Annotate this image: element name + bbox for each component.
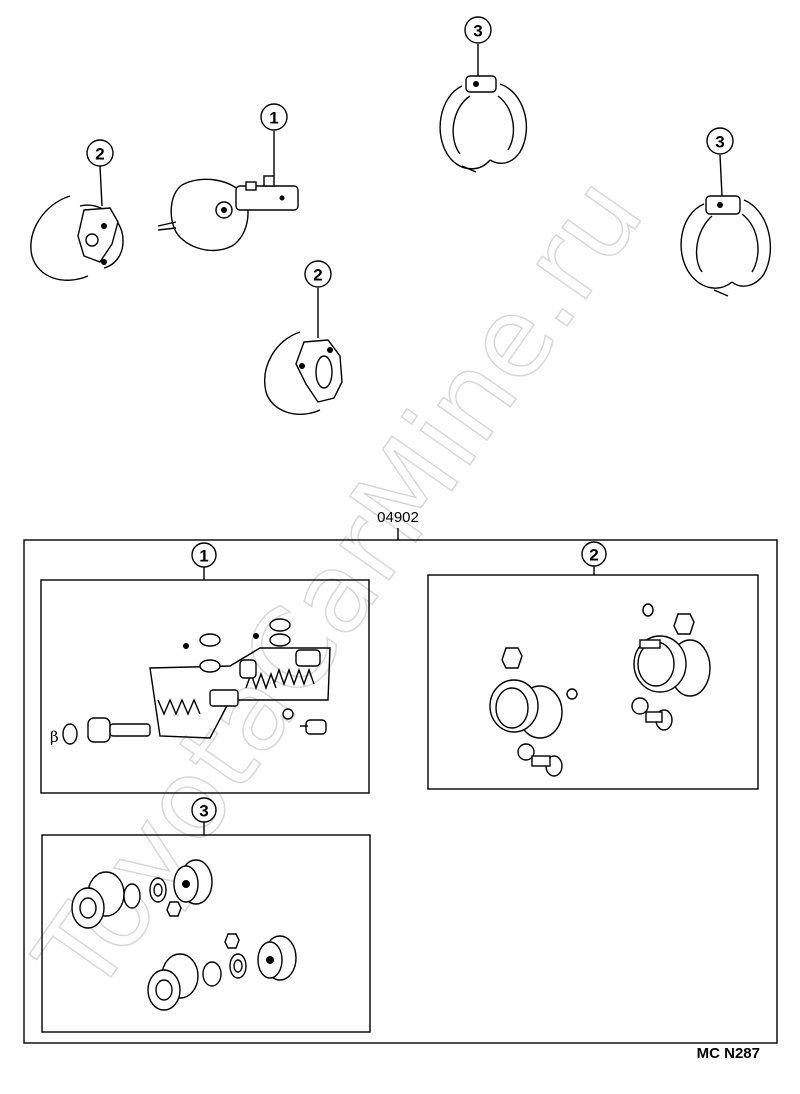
disc-caliper-center xyxy=(264,331,343,415)
svg-text:1: 1 xyxy=(269,109,278,128)
brake-booster-master-cylinder xyxy=(157,175,299,252)
beta-symbol: β xyxy=(50,728,59,746)
callout-3-right[interactable]: 3 xyxy=(706,127,734,197)
svg-text:2: 2 xyxy=(95,145,104,164)
callout-2-left-caliper[interactable]: 2 xyxy=(86,139,114,207)
kit-callout-1[interactable] xyxy=(191,542,217,568)
svg-text:2: 2 xyxy=(589,546,598,565)
disc-caliper-left xyxy=(30,195,124,281)
kit-box-1-master-cylinder-kit: 1 β xyxy=(40,542,370,794)
kit-callout-3[interactable] xyxy=(191,797,217,823)
kit-box-3-wheel-cylinder-kit: 3 xyxy=(41,797,371,1033)
svg-text:2: 2 xyxy=(313,266,322,285)
drum-brake-shoe-top xyxy=(439,75,528,173)
svg-text:1: 1 xyxy=(199,547,208,566)
drum-brake-shoe-right xyxy=(680,195,772,297)
kit-callout-2[interactable] xyxy=(581,541,607,567)
svg-text:3: 3 xyxy=(715,133,724,152)
callout-3-top[interactable]: 3 xyxy=(464,16,492,80)
svg-text:3: 3 xyxy=(473,22,482,41)
callout-1-master-cylinder[interactable]: 1 xyxy=(260,103,288,176)
callout-2-center-caliper[interactable]: 2 xyxy=(304,260,332,338)
svg-text:3: 3 xyxy=(199,802,208,821)
diagram-code: MC N287 xyxy=(697,1045,760,1062)
kit-frame xyxy=(23,539,778,1044)
kit-box-2-caliper-kit: 2 xyxy=(427,541,759,790)
kit-part-number: 04902 xyxy=(377,509,419,526)
